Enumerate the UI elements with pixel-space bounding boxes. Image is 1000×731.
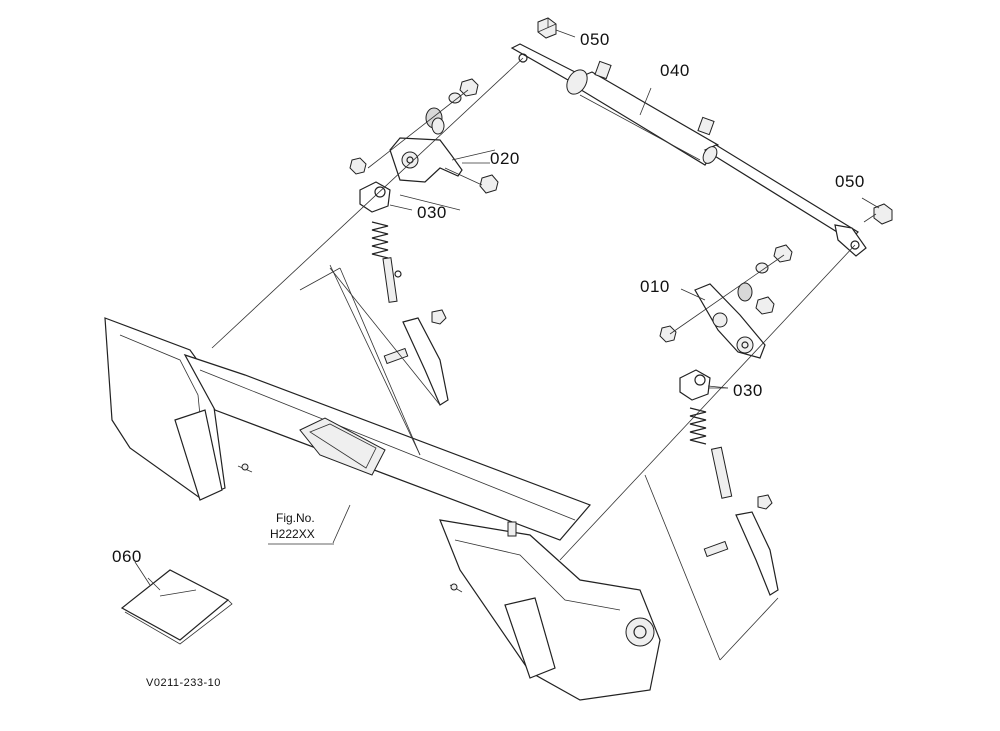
link-right [703, 494, 779, 596]
label-050-right: 050 [835, 172, 865, 191]
spring-right [689, 407, 733, 499]
assembly-lines [211, 57, 856, 661]
nut-050-top [537, 17, 576, 39]
link-left [383, 309, 449, 406]
loader-frame [104, 317, 661, 701]
nut-050-right [861, 197, 893, 225]
figure-reference-line2: H222XX [270, 527, 315, 541]
manual-booklet-060 [120, 569, 233, 645]
callout-leaders [134, 87, 729, 586]
collar-030-right [659, 325, 728, 401]
pivot-plate-020 [389, 78, 499, 194]
lift-cylinder-040 [510, 43, 867, 257]
label-020: 020 [490, 149, 520, 168]
label-050-top: 050 [580, 30, 610, 49]
spring-left [371, 221, 402, 303]
label-040: 040 [660, 61, 690, 80]
figure-reference-line1: Fig.No. [276, 511, 315, 525]
document-id: V0211-233-10 [146, 677, 221, 689]
label-010: 010 [640, 277, 670, 296]
label-030-left: 030 [417, 203, 447, 222]
pivot-plate-010 [694, 244, 793, 359]
label-060: 060 [112, 547, 142, 566]
label-030-right: 030 [733, 381, 763, 400]
